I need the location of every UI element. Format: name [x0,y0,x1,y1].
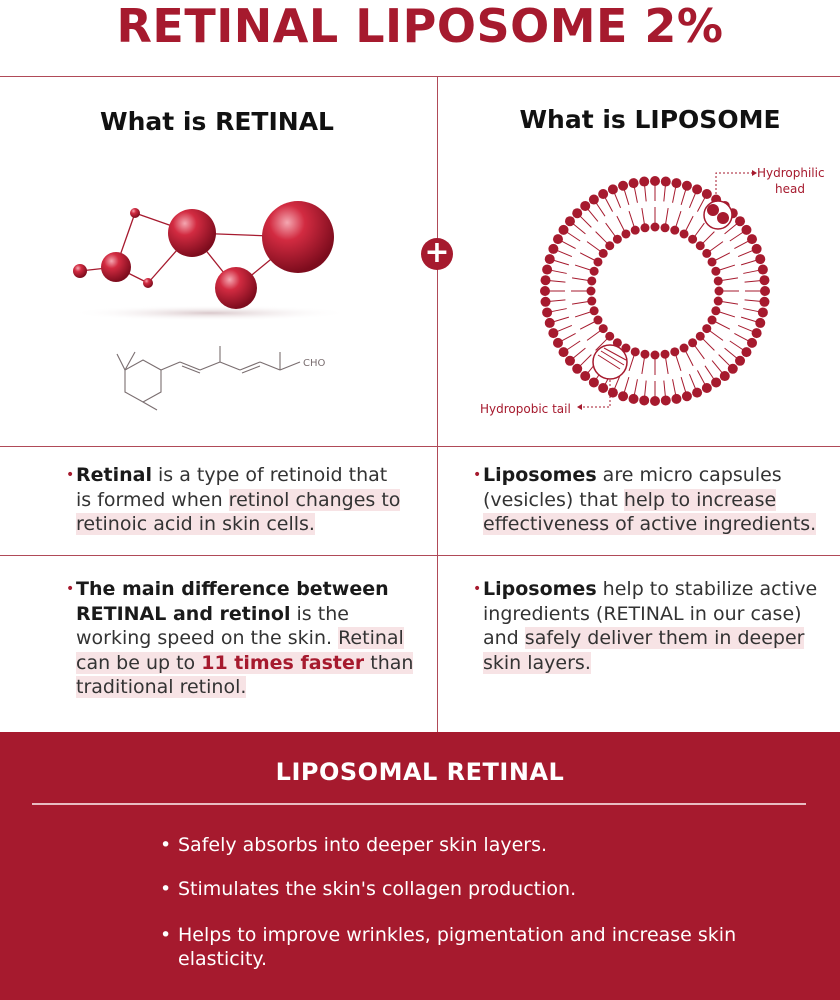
benefit-item: •Safely absorbs into deeper skin layers. [160,834,548,856]
hydrophilic-head-label-line2: head [775,182,805,196]
mid-divider-2 [0,555,840,556]
formula-cho-label: CHO [303,358,326,369]
top-divider [0,76,840,77]
benefit-item: •Helps to improve wrinkles, pigmentation… [160,924,737,970]
hydrophilic-head-label-line1: Hydrophilic [757,166,825,180]
liposomal-retinal-panel: LIPOSOMAL RETINAL •Safely absorbs into d… [0,732,840,1000]
retinal-molecule-illustration [70,201,350,321]
plus-icon: + [421,238,453,270]
mid-divider-1 [0,446,840,447]
retinal-definition-bullet: • Retinal is a type of retinoid that is … [66,464,401,535]
hydrophobic-tail-label: Hydropobic tail [480,402,571,416]
liposome-definition-bullet: • Liposomes are micro capsules (vesicles… [473,464,817,535]
retinal-heading: What is RETINAL [100,107,334,136]
retinal-structural-formula: CHO [116,346,326,411]
liposome-heading: What is LIPOSOME [519,105,781,134]
benefit-item: •Stimulates the skin's collagen producti… [160,878,577,900]
center-divider [437,76,438,732]
liposome-membrane [540,176,770,406]
retinal-difference-bullet: • The main difference between RETINAL an… [66,578,414,698]
liposome-stability-bullet: • Liposomes help to stabilize active ing… [473,578,818,674]
liposome-diagram: Hydrophilic head Hydropobic tail [480,166,825,416]
liposomal-retinal-heading: LIPOSOMAL RETINAL [275,758,565,786]
bottom-divider [32,803,806,805]
page-title: RETINAL LIPOSOME 2% [116,0,724,53]
